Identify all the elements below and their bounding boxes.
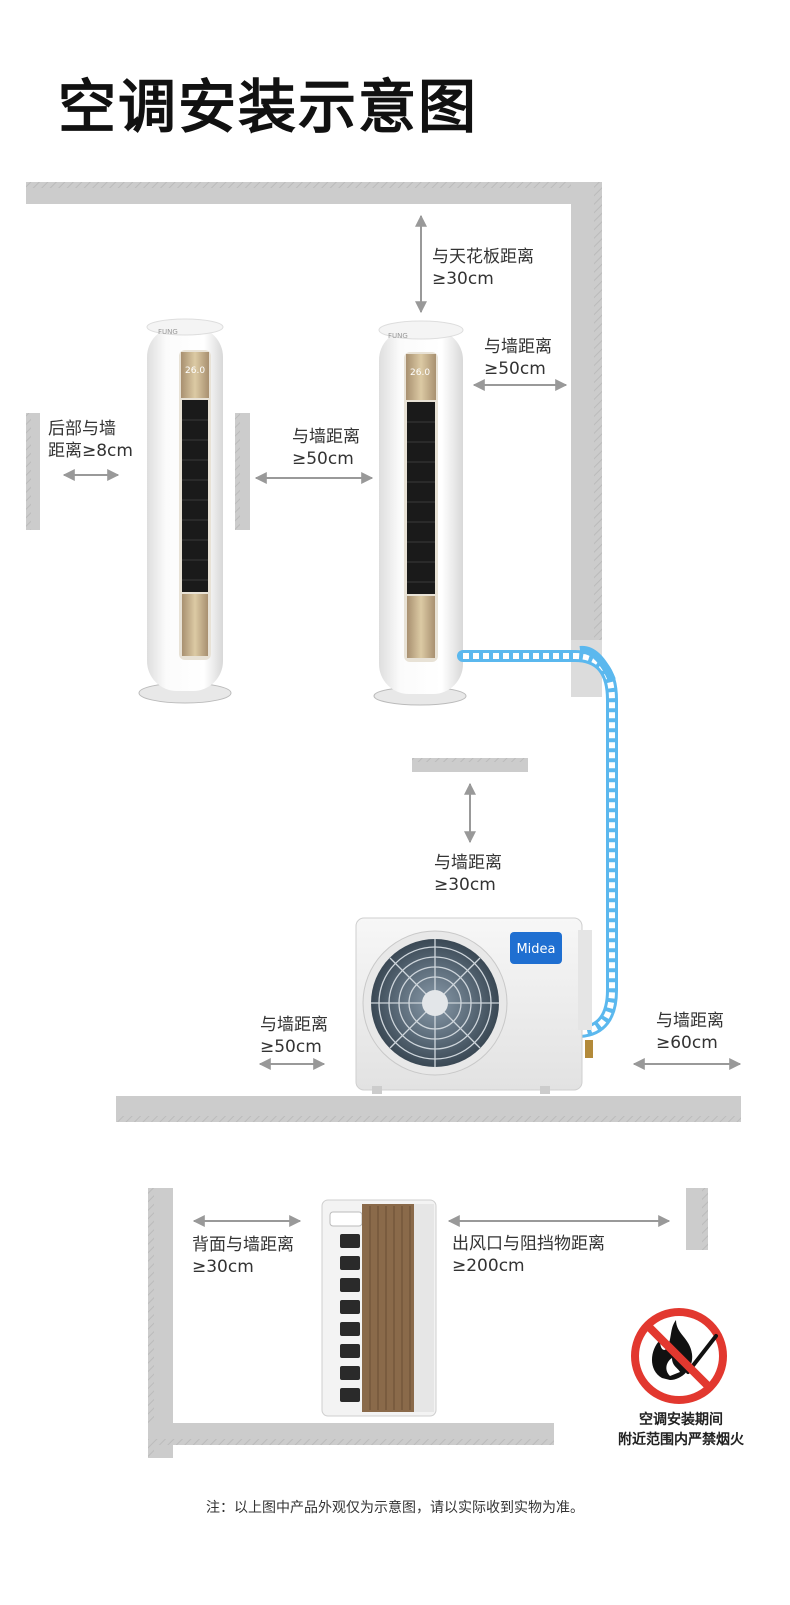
svg-text:FUNG: FUNG [388,332,408,340]
label-outdoor-top: 与墙距离≥30cm [434,853,502,895]
refrigerant-pipe [457,645,618,1038]
outdoor-unit-side [321,1199,437,1417]
label-rear-wall: 后部与墙距离≥8cm [48,419,133,461]
outdoor-unit: Midea [355,917,593,1094]
side-back-wall [148,1188,173,1458]
label-wall-right: 与墙距离≥50cm [484,337,552,379]
side-ground [148,1423,554,1445]
disclaimer-note: 注：以上图中产品外观仅为示意图，请以实际收到实物为准。 [206,1500,584,1516]
outdoor-top-wall [412,758,528,772]
svg-text:FUNG: FUNG [158,328,178,336]
right-wall [571,182,602,697]
ground-slab [116,1096,741,1122]
no-fire-icon [631,1308,727,1404]
middle-wall-piece [235,413,250,530]
no-fire-warning: 空调安装期间附近范围内严禁烟火 [618,1412,744,1448]
label-outlet: 出风口与阻挡物距离≥200cm [452,1234,605,1276]
display-reading-right: 26.0 [410,368,430,378]
indoor-unit-right: FUNG 26.0 [373,320,467,706]
label-wall-between: 与墙距离≥50cm [292,427,360,469]
rear-wall-piece [26,413,40,530]
obstacle-wall [686,1188,708,1250]
label-back-wall: 背面与墙距离≥30cm [192,1235,294,1277]
indoor-unit-left: FUNG 26.0 [138,318,232,704]
display-reading-left: 26.0 [185,366,205,376]
brand-logo: Midea [516,942,555,957]
label-outdoor-left: 与墙距离≥50cm [260,1015,328,1057]
ceiling-wall [26,182,602,204]
label-outdoor-right: 与墙距离≥60cm [656,1011,724,1053]
page-title: 空调安装示意图 [58,73,479,141]
label-ceiling: 与天花板距离≥30cm [432,247,534,289]
